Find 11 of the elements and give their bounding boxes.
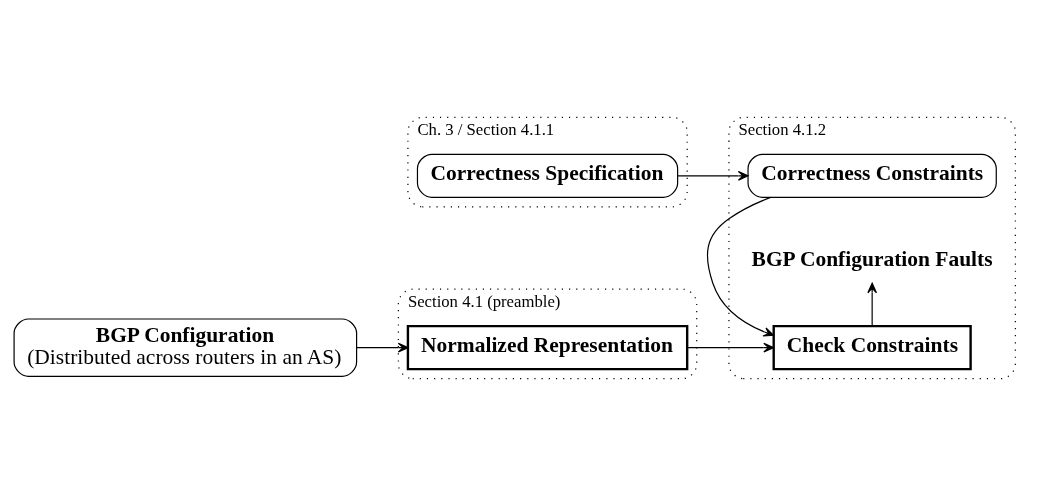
node-text: BGP Configuration Faults bbox=[751, 246, 993, 271]
node-box: BGP Configuration (Distributed across routers in an AS) bbox=[13, 317, 358, 377]
node-box: Correctness Constraints bbox=[747, 153, 997, 198]
node-box: Correctness Specification bbox=[416, 153, 679, 198]
arrow bbox=[356, 342, 409, 353]
arrow bbox=[867, 282, 878, 326]
node-box: Check Constraints bbox=[772, 324, 972, 370]
arrow bbox=[706, 196, 775, 337]
arrow bbox=[677, 170, 749, 181]
arrow bbox=[686, 342, 774, 353]
node-box: Normalized Representation bbox=[406, 324, 689, 370]
